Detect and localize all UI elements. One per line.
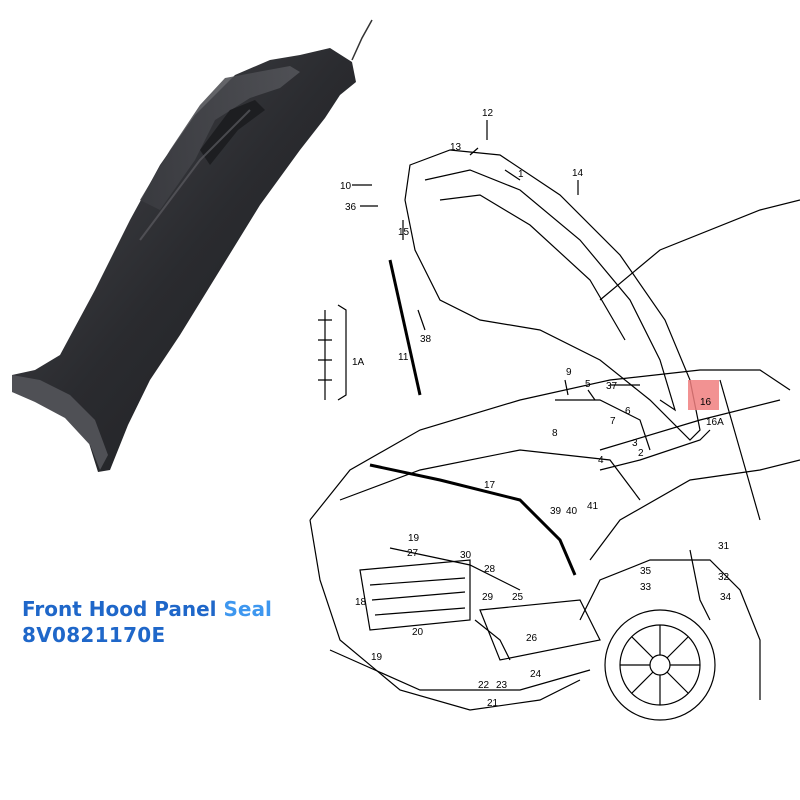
highlight-box — [688, 380, 719, 410]
callout-label: 32 — [718, 572, 730, 583]
callout-label: 16A — [706, 417, 724, 428]
callout-label: 16 — [700, 397, 712, 408]
callout-label: 29 — [482, 592, 494, 603]
callout-label: 23 — [496, 680, 508, 691]
callout-label: 10 — [340, 181, 352, 192]
callout-label: 4 — [598, 455, 604, 466]
hood-panel-outline — [404, 149, 701, 441]
callout-label: 13 — [450, 142, 462, 153]
callout-label: 17 — [484, 480, 496, 491]
callout-label: 27 — [407, 548, 419, 559]
callout-label: 12 — [482, 108, 494, 119]
product-title: Front Hood Panel Seal — [22, 596, 272, 622]
callout-label: 22 — [478, 680, 490, 691]
callout-label: 11 — [398, 352, 409, 363]
callout-label: 38 — [420, 334, 432, 345]
callout-label: 15 — [398, 227, 410, 238]
callout-label: 19 — [371, 652, 383, 663]
callout-label: 40 — [566, 506, 578, 517]
title-part-1: Front Hood Panel — [22, 597, 217, 621]
callout-label: 1A — [352, 357, 365, 368]
callout-label: 34 — [720, 592, 732, 603]
front-wheel — [604, 609, 716, 721]
hood-exploded-diagram: 12 13 1 14 10 36 15 11 38 1A 9 5 37 16 7… — [309, 108, 800, 721]
callout-label: 30 — [460, 550, 472, 561]
callout-label: 3 — [632, 438, 638, 449]
callout-label: 31 — [718, 541, 730, 552]
seal-part-photo — [12, 19, 373, 472]
callout-label: 18 — [355, 597, 367, 608]
callout-label: 35 — [640, 566, 652, 577]
callout-label: 14 — [572, 168, 584, 179]
callout-label: 25 — [512, 592, 524, 603]
callout-label: 41 — [587, 501, 599, 512]
callout-label: 5 — [585, 379, 591, 390]
callout-label: 8 — [552, 428, 558, 439]
callout-label: 6 — [625, 406, 631, 417]
callout-label: 24 — [530, 669, 542, 680]
part-number: 8V0821170E — [22, 623, 166, 647]
car-body-outline — [309, 369, 791, 521]
callout-label: 33 — [640, 582, 652, 593]
callout-label: 36 — [345, 202, 357, 213]
callout-label: 20 — [412, 627, 424, 638]
callout-label: 19 — [408, 533, 420, 544]
callout-label: 37 — [606, 381, 618, 392]
callout-label: 39 — [550, 506, 562, 517]
callout-label: 28 — [484, 564, 496, 575]
callout-label: 1 — [518, 169, 524, 180]
callout-label: 9 — [566, 367, 572, 378]
callout-label: 26 — [526, 633, 538, 644]
product-title-block: Front Hood Panel Seal 8V0821170E — [22, 596, 272, 648]
callout-label: 7 — [610, 416, 616, 427]
title-part-2: Seal — [223, 597, 272, 621]
callout-label: 2 — [638, 448, 644, 459]
callout-label: 21 — [487, 698, 499, 709]
